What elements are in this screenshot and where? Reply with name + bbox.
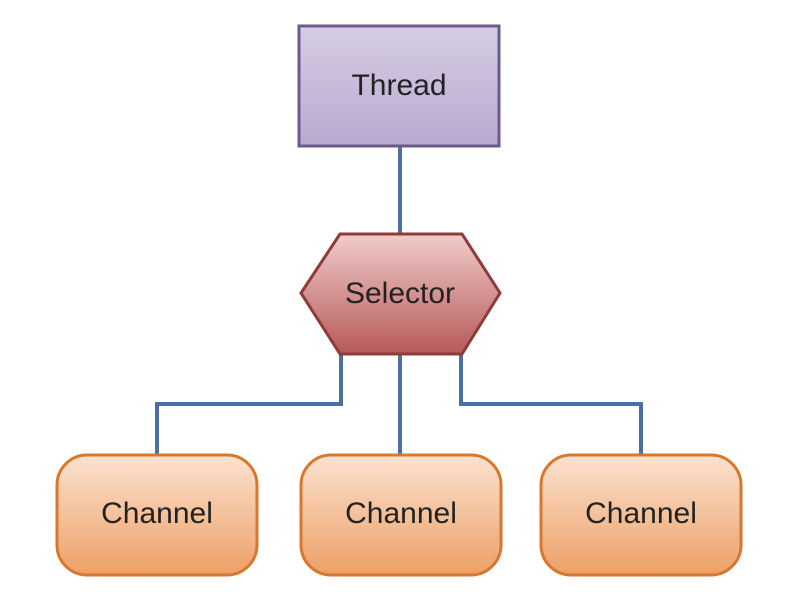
edge-selector-channel-1 — [155, 354, 343, 455]
thread-node: Thread — [297, 24, 501, 148]
thread-label: Thread — [351, 69, 446, 102]
channel-label-1: Channel — [101, 497, 213, 530]
channel-node-1: Channel — [55, 453, 259, 577]
selector-node: Selector — [299, 232, 502, 356]
channel-label-3: Channel — [585, 497, 697, 530]
channel-label-2: Channel — [345, 497, 457, 530]
channel-node-2: Channel — [299, 453, 503, 577]
channel-node-3: Channel — [539, 453, 743, 577]
edges — [155, 146, 643, 455]
selector-label: Selector — [345, 277, 455, 310]
edge-selector-channel-3 — [459, 354, 643, 455]
